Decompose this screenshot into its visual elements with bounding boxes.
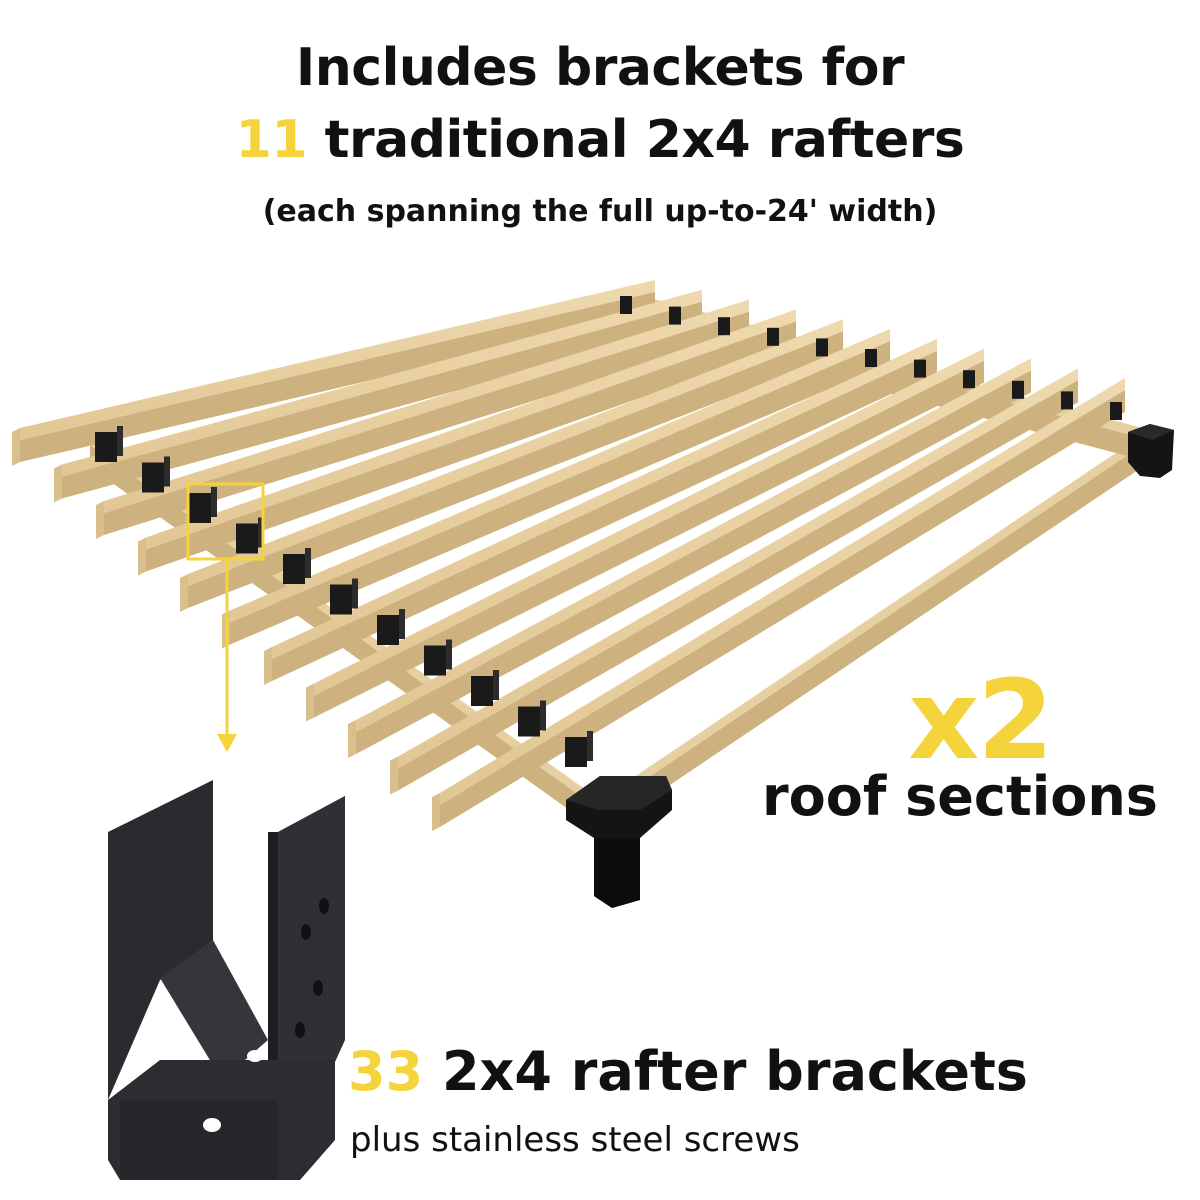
rafter-bracket <box>1061 391 1073 410</box>
rafter-bracket <box>669 306 681 325</box>
rafter-bracket <box>377 609 405 645</box>
rafter-bracket <box>236 517 264 554</box>
bracket-count: 33 <box>348 1040 424 1103</box>
rafter-count: 11 <box>235 110 308 170</box>
headline-line-1: Includes brackets for <box>295 38 905 98</box>
side-beam-right <box>600 430 1150 832</box>
rafter-bracket-icon <box>108 780 345 1180</box>
rafter-bracket <box>330 578 358 615</box>
rafter <box>96 299 749 539</box>
corner-bracket-right-icon <box>1128 424 1174 478</box>
rafter-bracket <box>816 338 828 357</box>
rafter-bracket <box>518 700 546 737</box>
rafter <box>12 280 655 466</box>
rafter <box>348 358 1031 758</box>
rafter-bracket <box>963 370 975 389</box>
rafter-bracket <box>914 359 926 378</box>
bracket-subtitle: plus stainless steel screws <box>350 1120 800 1160</box>
headline-note: (each spanning the full up-to-24' width) <box>262 194 938 229</box>
rafter <box>390 368 1078 795</box>
rafter <box>54 289 702 503</box>
corner-post-bracket-icon <box>566 776 672 908</box>
rafter-description: traditional 2x4 rafters <box>324 110 965 170</box>
rafter-bracket <box>142 456 170 493</box>
rafter <box>138 309 796 576</box>
rafter-bracket <box>1012 380 1024 399</box>
rafters <box>12 280 1125 831</box>
bracket-count-line: 33 2x4 rafter brackets <box>348 1040 1028 1103</box>
rafter-bracket <box>189 487 217 523</box>
rafter-brackets <box>95 296 1122 767</box>
pointer-arrow-icon <box>217 559 237 752</box>
rafter <box>264 338 937 685</box>
bracket-label: 2x4 rafter brackets <box>441 1040 1028 1103</box>
rafter-bracket <box>424 639 452 676</box>
rafter-bracket <box>865 349 877 367</box>
rafter <box>306 348 984 722</box>
rafter <box>180 319 843 612</box>
rafter-bracket <box>620 296 632 314</box>
rafter-bracket <box>471 670 499 706</box>
rafter-bracket <box>767 327 779 346</box>
rafter-bracket <box>283 548 311 584</box>
rafter-bracket <box>718 317 730 336</box>
roof-multiplier: x2 <box>908 656 1054 784</box>
rafter-bracket <box>95 426 123 462</box>
headline-line-2: 11 traditional 2x4 rafters <box>0 110 1200 170</box>
rafter <box>432 378 1125 831</box>
rafter-bracket <box>1110 402 1122 420</box>
roof-sections-label: roof sections <box>762 765 1158 828</box>
rafter-bracket <box>565 731 593 767</box>
